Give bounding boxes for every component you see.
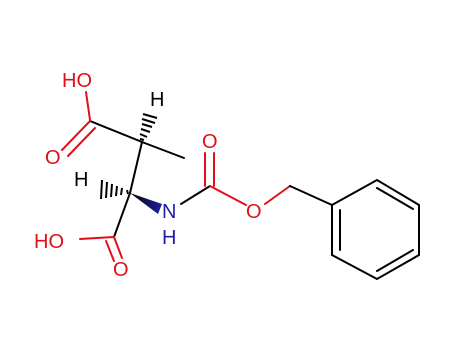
- bond-o-ch2: [264, 185, 291, 205]
- bond-backbone: [129, 141, 143, 194]
- bond-oh-top: [85, 91, 91, 121]
- bond-co-top-a: [61, 120, 91, 151]
- wedge-bond-nh: [130, 193, 162, 214]
- bond-co-bottom-a: [113, 236, 123, 259]
- label-top-o: O: [45, 147, 61, 169]
- bond-cooh-top-c: [89, 120, 143, 143]
- label-bottom-oh: HO: [34, 231, 64, 253]
- label-bottom-o: O: [113, 259, 129, 281]
- bond-ch2-ring: [289, 185, 333, 206]
- bond-co-bottom-b: [105, 240, 115, 262]
- hashed-bond-mid-h: [100, 179, 129, 200]
- label-top-oh: HO: [62, 70, 92, 92]
- benzene-ring: [331, 178, 420, 281]
- label-top-h: H: [150, 89, 164, 111]
- bond-methyl: [141, 141, 185, 159]
- label-carbamate-o-top: O: [202, 131, 218, 153]
- label-mid-h: H: [74, 169, 88, 191]
- bond-n-c-carbamate: [180, 185, 211, 205]
- benzene-double-3: [376, 249, 414, 272]
- bond-co-top-b: [67, 127, 96, 157]
- bond-oh-bottom: [79, 236, 115, 240]
- bond-cooh-bottom-c: [113, 192, 131, 238]
- hashed-bond-top-h: [139, 113, 158, 141]
- bond-c-o-ester: [209, 185, 247, 206]
- label-nh-h: H: [162, 227, 176, 249]
- benzene-double-1: [376, 187, 414, 210]
- label-carbamate-o-ester: O: [246, 201, 262, 223]
- label-n: N: [162, 201, 176, 223]
